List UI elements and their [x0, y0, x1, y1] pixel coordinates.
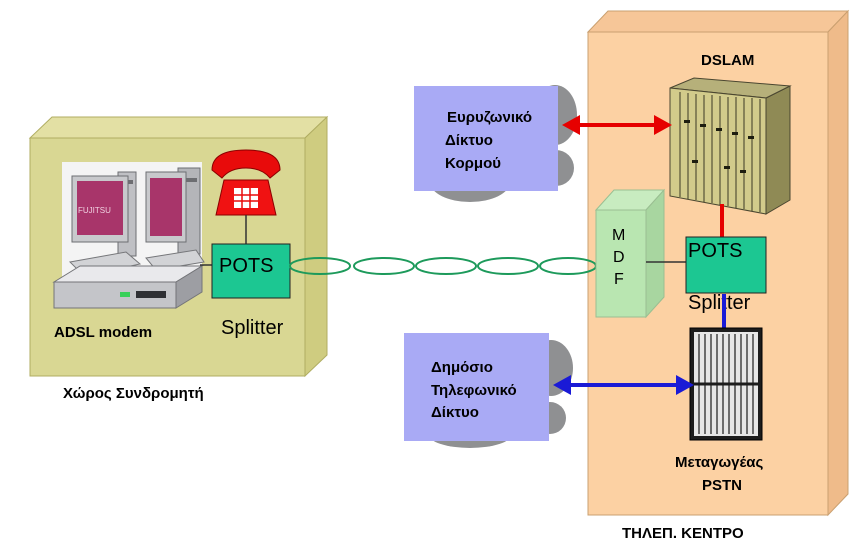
computer-workstations: FUJITSU [62, 162, 205, 280]
public-network-switch-link [553, 375, 694, 395]
mdf-front [595, 209, 647, 318]
dslam-card-slots [679, 92, 761, 212]
dslam-rack [669, 77, 792, 215]
subscriber-location-label: Χώρος Συνδρομητή [63, 385, 204, 402]
mdf-block: M D F [594, 188, 666, 319]
broadband-arrow-head-left [562, 115, 580, 135]
dslam-front [669, 87, 767, 215]
subscriber-splitter-label: Splitter [221, 317, 284, 339]
office-pots-splitter [685, 236, 767, 294]
telephone-keypad [234, 188, 258, 208]
subscriber-pots-splitter [211, 243, 291, 299]
telephone-handset [211, 149, 281, 179]
monitor-brand-label: FUJITSU [78, 206, 111, 215]
dslam-side [765, 85, 791, 215]
twist-4 [477, 257, 539, 275]
twisted-pair-line [289, 257, 597, 275]
central-office-label: ΤΗΛΕΠ. ΚΕΝΤΡΟ [622, 525, 744, 542]
public-arrow-head-left [553, 375, 571, 395]
central-office-side [827, 9, 849, 517]
broadband-network-cloud: Ευρυζωνικό Δίκτυο Κορμού [414, 85, 577, 202]
broadband-network-line3: Κορμού [445, 155, 501, 172]
twist-2 [353, 257, 415, 275]
office-splitter-label: Splitter [688, 292, 751, 314]
subscriber-box-side [304, 115, 328, 378]
broadband-network-panel [414, 86, 558, 191]
twist-1 [289, 257, 351, 275]
broadband-dslam-link [562, 115, 672, 135]
mdf-letter-d: D [613, 249, 625, 266]
subscriber-pots-label: POTS [219, 255, 273, 277]
public-network-cloud: Δημόσιο Τηλεφωνικό Δίκτυο [404, 333, 573, 448]
pstn-switch-rack [689, 327, 763, 441]
public-network-panel [404, 333, 549, 441]
public-arrow-head-right [676, 375, 694, 395]
monitor-right-screen [150, 178, 182, 236]
public-network-line3: Δίκτυο [431, 404, 479, 421]
public-network-line1: Δημόσιο [431, 359, 493, 376]
pstn-switch-label-line2: PSTN [702, 477, 742, 494]
central-office-top [586, 10, 850, 33]
broadband-network-line2: Δίκτυο [445, 132, 493, 149]
monitor-left-screen [77, 181, 123, 235]
adsl-modem-label: ADSL modem [54, 324, 152, 341]
tower-drive-right [181, 178, 197, 182]
modem-status-led [120, 292, 130, 297]
telephone-icon [211, 149, 281, 244]
pstn-switch-label-line1: Μεταγωγέας [675, 454, 763, 471]
mdf-side [645, 188, 665, 319]
subscriber-box-top [28, 116, 329, 139]
adsl-modem [52, 265, 204, 309]
dslam-ports [684, 120, 754, 173]
office-pots-label: POTS [688, 240, 742, 262]
mdf-letter-m: M [612, 227, 625, 244]
mdf-letter-f: F [614, 271, 624, 288]
dslam-label: DSLAM [701, 52, 754, 69]
public-network-line2: Τηλεφωνικό [431, 382, 517, 399]
modem-vents [136, 291, 166, 298]
broadband-arrow-head-right [654, 115, 672, 135]
twist-3 [415, 257, 477, 275]
broadband-network-line1: Ευρυζωνικό [447, 109, 532, 126]
